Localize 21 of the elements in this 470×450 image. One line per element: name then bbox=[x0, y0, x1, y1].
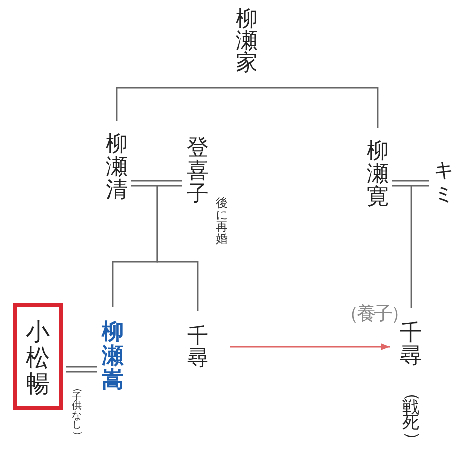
note-text: （戦死） bbox=[402, 385, 420, 447]
person-name: 柳瀬嵩 bbox=[102, 321, 124, 393]
arrow bbox=[230, 344, 390, 350]
person-name: 千尋 bbox=[188, 325, 208, 369]
boxed-person-name: 小松暢 bbox=[13, 303, 63, 410]
descent-line bbox=[156, 186, 199, 311]
marriage-line bbox=[65, 366, 98, 373]
person-name: 千尋 bbox=[400, 322, 422, 368]
person-name: キミ bbox=[434, 158, 454, 206]
note-text: （子供なし） bbox=[72, 383, 82, 440]
note-text: （養子） bbox=[340, 305, 408, 324]
marriage-line bbox=[391, 180, 430, 187]
person-name: 柳瀬清 bbox=[106, 133, 128, 202]
family-name: 柳瀬家 bbox=[236, 9, 258, 75]
marriage-line bbox=[130, 180, 183, 187]
note-text: 後に再婚 bbox=[216, 197, 228, 245]
person-name: 登喜子 bbox=[187, 137, 209, 206]
branch-line bbox=[116, 87, 247, 121]
descent-line bbox=[410, 186, 412, 308]
branch-line bbox=[247, 87, 379, 128]
person-name: 柳瀬寛 bbox=[367, 140, 389, 209]
